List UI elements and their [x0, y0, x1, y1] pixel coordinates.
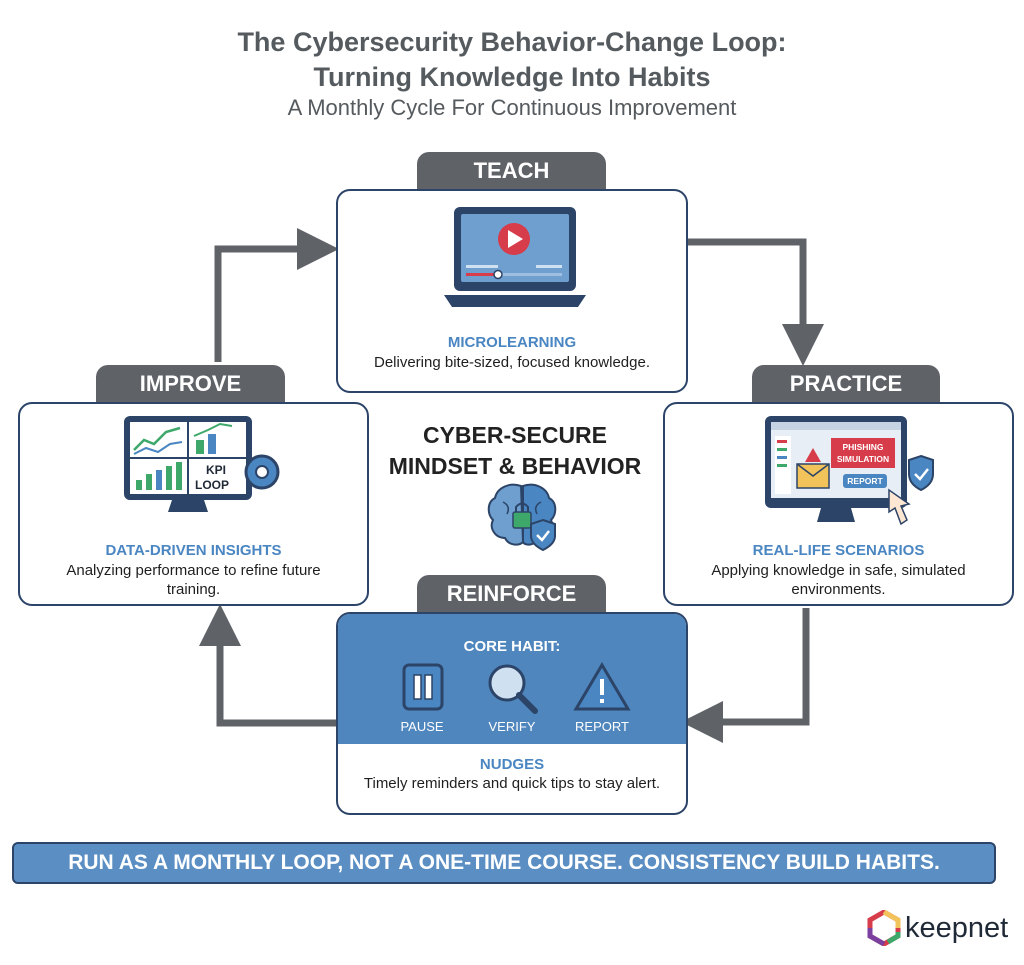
- habit-verify-label: VERIFY: [488, 719, 536, 734]
- card-practice: PHISHING SIMULATION REPORT REAL-LIFE SCE…: [663, 402, 1014, 606]
- page-subtitle: A Monthly Cycle For Continuous Improveme…: [287, 95, 737, 120]
- card-reinforce: CORE HABIT: PAUSE VERIFY REPORT NUDGES T…: [336, 612, 688, 815]
- card-reinforce-title: NUDGES: [479, 756, 545, 773]
- card-practice-desc: Applying knowledge in safe, simulated en…: [711, 562, 966, 598]
- habit-report-label: REPORT: [575, 719, 629, 734]
- card-teach-desc: Delivering bite-sized, focused knowledge…: [374, 354, 650, 371]
- card-improve-title: DATA-DRIVEN INSIGHTS: [105, 542, 282, 559]
- habit-pause-label: PAUSE: [400, 719, 444, 734]
- phishing-simulation-icon: PHISHING SIMULATION REPORT: [765, 416, 934, 526]
- tab-improve: IMPROVE: [96, 365, 285, 403]
- card-teach: MICROLEARNING Delivering bite-sized, foc…: [336, 189, 688, 393]
- card-practice-title: REAL-LIFE SCENARIOS: [752, 542, 925, 559]
- card-improve-desc: Analyzing performance to refine future t…: [66, 562, 321, 598]
- arrow-improve-to-teach: [214, 228, 339, 362]
- center-line1: CYBER-SECURE: [422, 422, 608, 448]
- center-line2: MINDSET & BEHAVIOR: [388, 453, 642, 479]
- kpi-text: KPI: [206, 463, 226, 477]
- page-title-line2: Turning Knowledge Into Habits: [313, 62, 711, 92]
- report-screen-button-text: REPORT: [847, 476, 883, 486]
- tab-teach: TEACH: [417, 152, 606, 190]
- pause-icon: [402, 663, 444, 711]
- arrow-practice-to-reinforce: [681, 608, 810, 743]
- page-title-line1: The Cybersecurity Behavior-Change Loop:: [237, 27, 787, 57]
- center-mindset-text: CYBER-SECURE MINDSET & BEHAVIOR: [360, 420, 670, 482]
- tab-practice: PRACTICE: [752, 365, 940, 403]
- card-teach-title: MICROLEARNING: [447, 334, 577, 351]
- phishing-text: PHISHING: [842, 442, 883, 452]
- keepnet-logo-icon: [867, 910, 901, 946]
- simulation-text: SIMULATION: [837, 454, 889, 464]
- magnifier-icon: [488, 664, 538, 714]
- brain-lock-icon: [487, 483, 557, 552]
- kpi-dashboard-icon: KPI LOOP: [124, 416, 280, 512]
- warning-icon: [573, 662, 631, 711]
- arrow-teach-to-practice: [688, 238, 824, 366]
- laptop-video-icon: [444, 207, 586, 307]
- card-improve: KPI LOOP DATA-DRIVEN INSIGHTS Analyzing …: [18, 402, 369, 606]
- card-reinforce-desc: Timely reminders and quick tips to stay …: [363, 775, 661, 792]
- tab-reinforce: REINFORCE: [417, 575, 606, 613]
- arrow-reinforce-to-improve: [199, 604, 337, 727]
- loop-text: LOOP: [195, 478, 229, 492]
- monthly-loop-banner: RUN AS A MONTHLY LOOP, NOT A ONE-TIME CO…: [12, 842, 996, 884]
- core-habit-label: CORE HABIT:: [463, 638, 561, 655]
- keepnet-logo-text: keepnet: [905, 912, 1009, 944]
